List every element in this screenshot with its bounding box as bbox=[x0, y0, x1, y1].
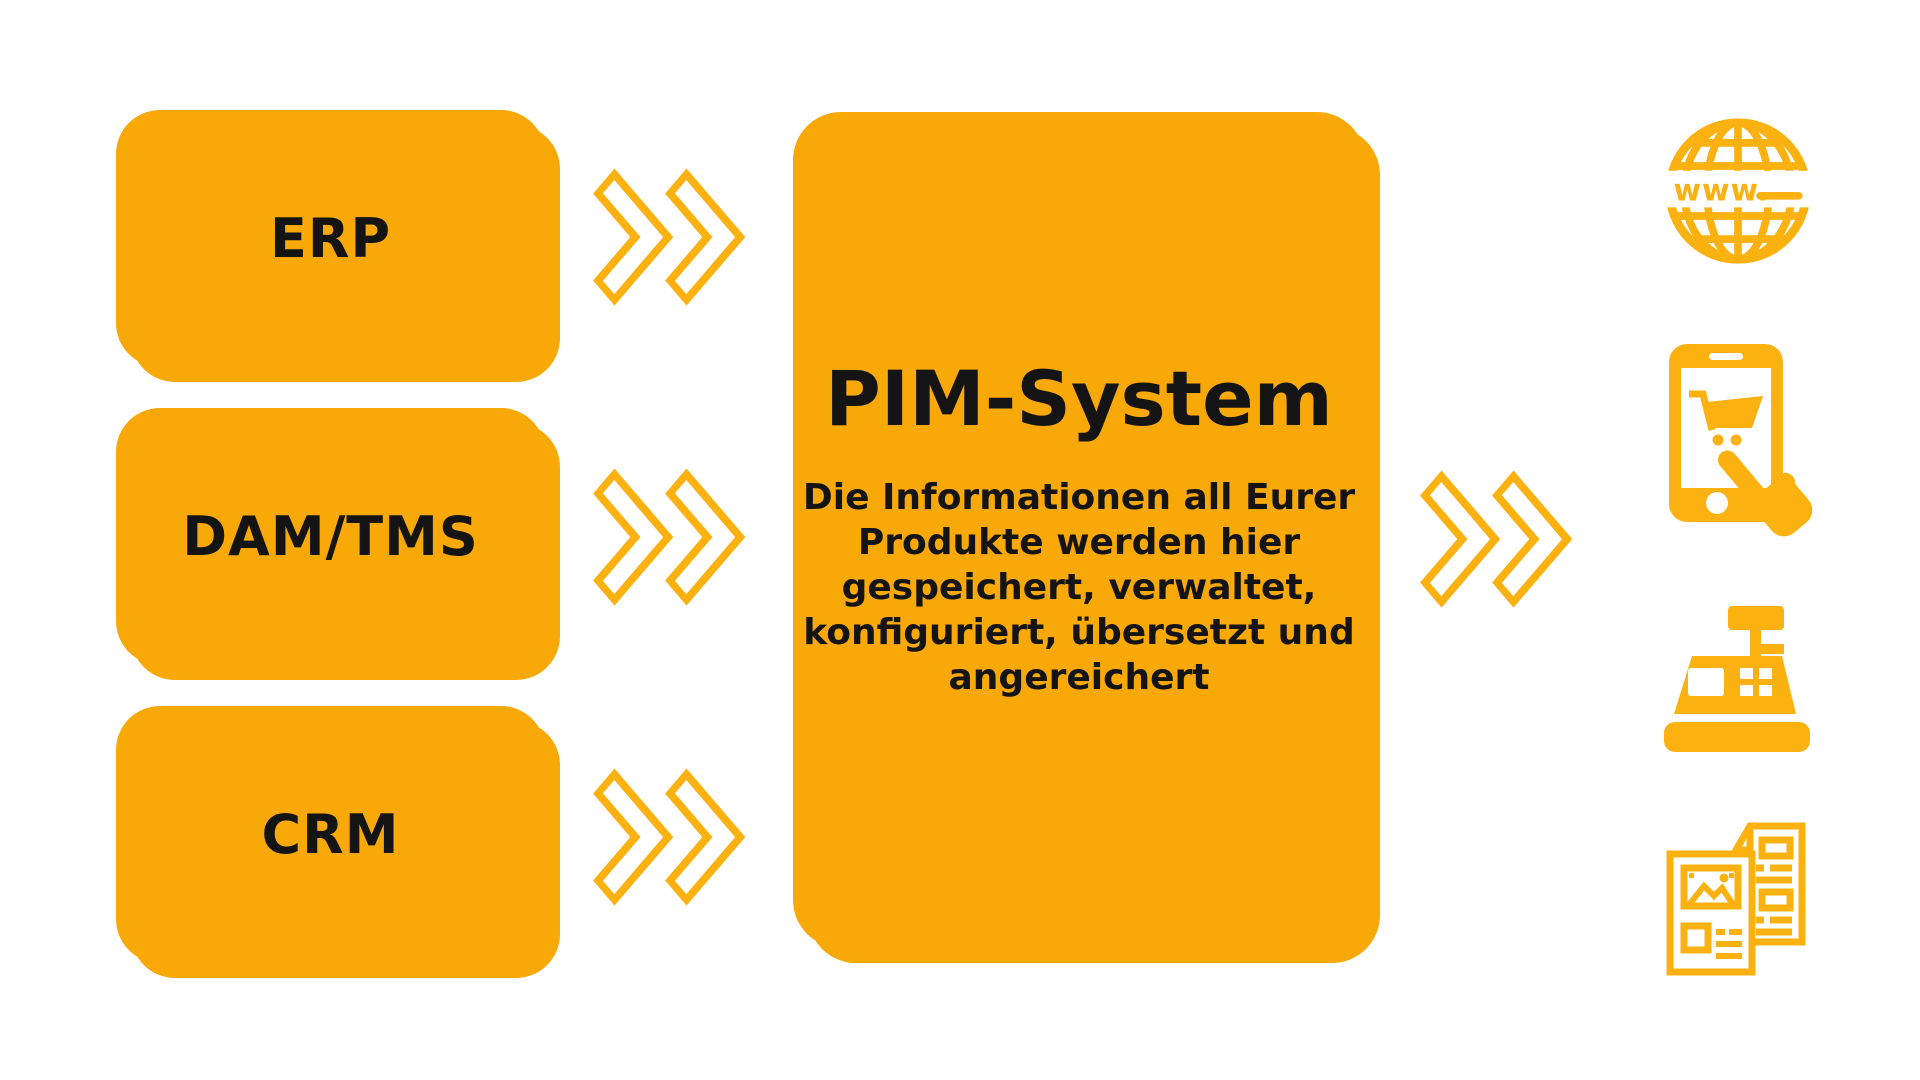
pim-description-line: konfiguriert, übersetzt und bbox=[803, 611, 1355, 653]
website-globe-icon: www. bbox=[1661, 118, 1815, 264]
source-box-erp: ERP bbox=[116, 110, 545, 367]
pim-description-line: angereichert bbox=[948, 656, 1210, 698]
source-label-dam-tms: DAM/TMS bbox=[182, 505, 479, 568]
arrow-right-icon bbox=[593, 468, 746, 606]
pim-description: Die Informationen all Eurer Produkte wer… bbox=[803, 475, 1355, 700]
arrow-right-icon bbox=[593, 768, 746, 906]
pim-description-line: Produkte werden hier bbox=[857, 521, 1301, 563]
arrow-right-icon bbox=[593, 168, 746, 306]
mobile-shop-icon bbox=[1669, 344, 1813, 537]
pim-description-line: gespeichert, verwaltet, bbox=[841, 566, 1317, 608]
www-label: www. bbox=[1674, 174, 1770, 209]
source-label-crm: CRM bbox=[261, 803, 400, 866]
source-box-dam-tms: DAM/TMS bbox=[116, 408, 545, 665]
pim-title: PIM-System bbox=[825, 353, 1333, 443]
arrow-right-icon bbox=[1420, 470, 1573, 608]
print-brochure-icon bbox=[1666, 822, 1806, 976]
pim-description-line: Die Informationen all Eurer bbox=[802, 476, 1356, 518]
source-label-erp: ERP bbox=[269, 207, 392, 270]
pim-system-box: PIM-System Die Informationen all Eurer P… bbox=[793, 112, 1365, 948]
source-box-crm: CRM bbox=[116, 706, 545, 963]
cash-register-icon bbox=[1664, 606, 1810, 752]
